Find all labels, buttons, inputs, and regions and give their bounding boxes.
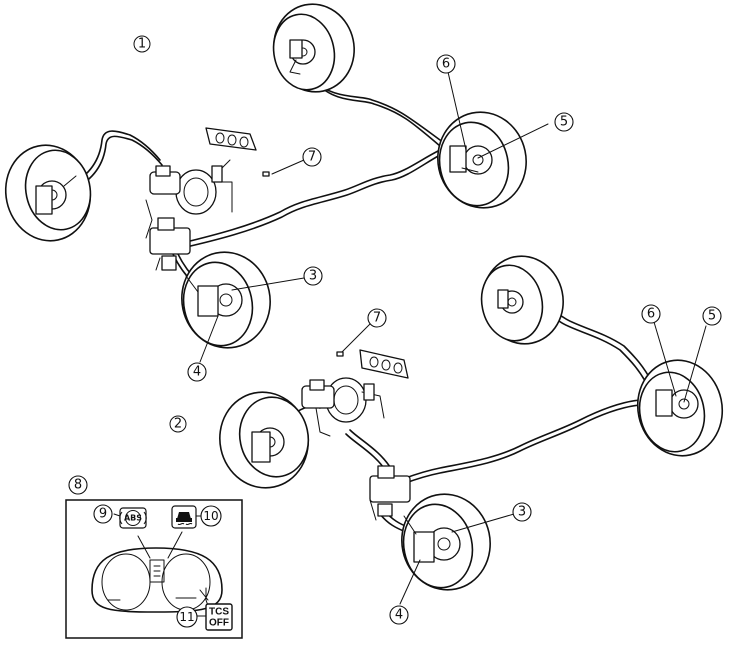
traction-control-icon	[171, 505, 197, 529]
svg-text:3: 3	[518, 505, 526, 520]
rear-right-wheel-2	[636, 359, 724, 457]
svg-text:8: 8	[74, 478, 82, 493]
brake-booster-2	[301, 377, 385, 437]
callout-7a: 7	[302, 147, 322, 167]
brake-lines-2	[285, 305, 655, 533]
callout-9: 9	[93, 504, 113, 524]
tcs-off-icon: TCS OFF	[205, 603, 233, 631]
svg-text:3: 3	[309, 269, 317, 284]
callout-5a: 5	[554, 112, 574, 132]
front-right-wheel-1	[181, 251, 271, 349]
callout-3a: 3	[303, 266, 323, 286]
svg-text:6: 6	[647, 307, 655, 322]
svg-text:4: 4	[395, 608, 403, 623]
leader-7b	[341, 323, 371, 353]
leader-9	[113, 513, 121, 517]
warning-light-cluster-2	[359, 349, 409, 379]
svg-text:9: 9	[99, 507, 107, 522]
leader-7a	[271, 159, 305, 175]
rear-left-wheel-2	[480, 255, 564, 345]
rear-right-wheel-1	[437, 111, 527, 209]
leader-6a	[447, 71, 467, 151]
callout-8: 8	[68, 475, 88, 495]
callout-7b: 7	[367, 308, 387, 328]
rear-left-wheel-1	[272, 3, 355, 93]
callout-1: 1	[133, 35, 151, 53]
callout-3b: 3	[512, 502, 532, 522]
svg-text:1: 1	[138, 37, 146, 52]
brake-lines-1	[69, 77, 441, 286]
abs-warning-icon: ABS	[119, 507, 147, 529]
callout-labels: 1 2 6 5 7 3 4 7	[68, 35, 722, 628]
callout-6a: 6	[436, 54, 456, 74]
abs-hydraulic-unit-2	[369, 465, 411, 521]
svg-text:11: 11	[179, 610, 194, 624]
leader-5b	[683, 325, 707, 403]
brake-booster-1	[149, 159, 233, 215]
leader-4b	[399, 559, 421, 605]
svg-text:7: 7	[373, 311, 381, 326]
callout-5b: 5	[702, 306, 722, 326]
svg-text:5: 5	[560, 115, 568, 130]
callout-4a: 4	[187, 362, 207, 382]
warning-light-cluster-1	[205, 127, 257, 151]
svg-text:10: 10	[203, 509, 218, 523]
system-layout-1	[4, 3, 549, 363]
svg-text:5: 5	[708, 309, 716, 324]
front-left-wheel-2	[219, 391, 310, 489]
tcs-label: TCS	[209, 607, 229, 618]
leader-3a	[231, 277, 305, 291]
svg-text:4: 4	[193, 365, 201, 380]
callout-6b: 6	[641, 304, 661, 324]
leader-3b	[451, 513, 515, 533]
leader-4a	[199, 315, 219, 363]
sensor-connector-1	[262, 171, 270, 177]
callout-10: 10	[200, 505, 222, 527]
off-label: OFF	[209, 618, 229, 629]
svg-text:2: 2	[174, 417, 182, 432]
system-layout-2	[219, 255, 724, 605]
callout-11: 11	[176, 606, 198, 628]
leader-5a	[477, 123, 549, 159]
abs-hydraulic-unit-1	[145, 199, 191, 271]
svg-text:7: 7	[308, 150, 316, 165]
callout-2: 2	[169, 415, 187, 433]
front-left-wheel-1	[4, 144, 92, 242]
front-right-wheel-2	[401, 493, 491, 591]
leader-6b	[653, 321, 677, 397]
abs-label: ABS	[124, 514, 142, 523]
sensor-connector-2	[336, 351, 344, 357]
callout-4b: 4	[389, 605, 409, 625]
svg-text:6: 6	[442, 57, 450, 72]
